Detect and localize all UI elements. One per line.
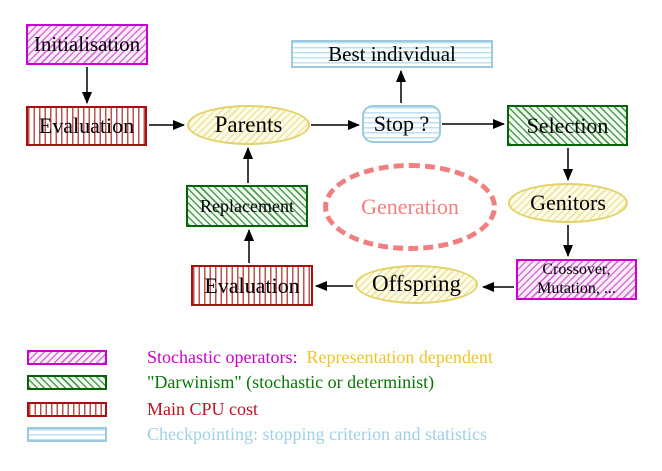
legend-text-darwinism: "Darwinism" (stochastic or determinist) [147,372,435,392]
node-parents: Parents [187,105,310,145]
legend-swatch-green-hatch [27,375,107,390]
node-best-individual: Best individual [291,40,493,68]
node-replacement: Replacement [186,185,308,227]
legend-label: Stochastic operators: Representation depe… [147,347,493,368]
legend-text-representation: Representation dependent [306,347,493,367]
legend-row-checkpointing: Checkpointing: stopping criterion and st… [27,424,487,445]
node-evaluation-bottom: Evaluation [191,265,313,306]
crossover-line2: Mutation, ... [537,279,616,297]
node-selection: Selection [507,105,628,146]
legend-text-stochastic: Stochastic operators: [147,347,298,367]
legend-swatch-red-stripes [27,402,107,417]
legend-row-stochastic-operators: Stochastic operators: Representation depe… [27,347,493,368]
legend-text-checkpointing: Checkpointing: stopping criterion and st… [147,424,487,444]
legend-row-cpu-cost: Main CPU cost [27,399,258,420]
legend-row-darwinism: "Darwinism" (stochastic or determinist) [27,372,434,393]
node-evaluation-top: Evaluation [26,106,147,146]
node-offspring: Offspring [355,265,478,304]
node-initialisation: Initialisation [26,24,148,65]
node-genitors: Genitors [508,183,628,223]
legend-swatch-cyan-stripes [27,427,107,442]
crossover-line1: Crossover, [542,261,611,279]
legend-text-cpu-cost: Main CPU cost [147,399,259,419]
legend-swatch-magenta-hatch [27,350,107,365]
node-generation-loop: Generation [323,163,497,251]
node-crossover-mutation: Crossover, Mutation, ... [516,259,637,300]
node-stop: Stop ? [362,105,441,143]
